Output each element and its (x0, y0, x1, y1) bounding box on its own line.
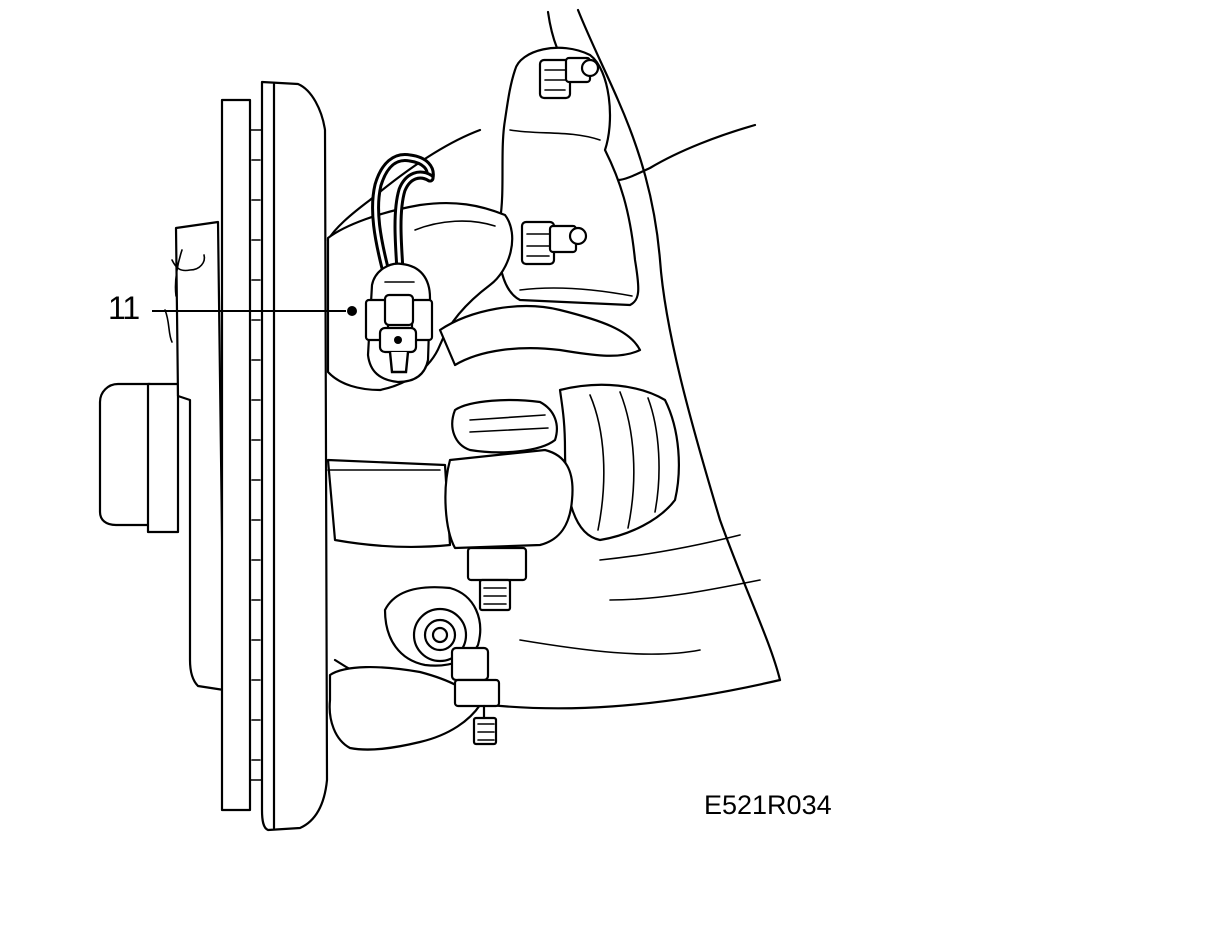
mount-stud-lower (520, 220, 588, 266)
brake-disc (220, 80, 329, 832)
drive-shaft-boot (558, 383, 680, 542)
wheel-speed-sensor-connector (364, 262, 434, 384)
lower-control-arm (328, 586, 501, 751)
tie-rod-end (444, 398, 574, 612)
lower-arm-bolt (450, 646, 501, 746)
disc-ventilation-slots (251, 159, 261, 761)
wheel-hub (98, 220, 226, 692)
figure-code: E521R034 (704, 790, 832, 820)
mount-stud-upper (538, 56, 600, 100)
callout-number-11: 11 (108, 290, 140, 326)
callout-leader-line (152, 306, 357, 316)
wheel-speed-sensor-cable (371, 152, 435, 275)
